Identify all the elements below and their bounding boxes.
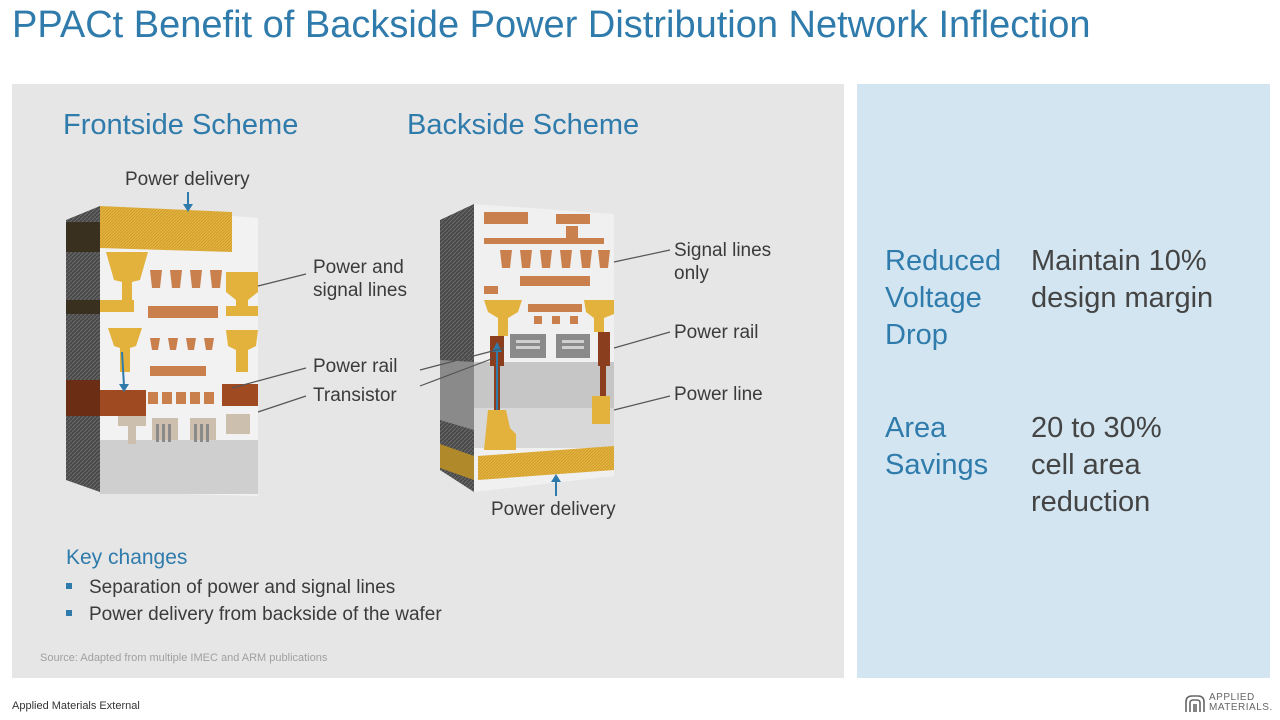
key-change-item: Separation of power and signal lines: [66, 577, 395, 599]
benefits-panel: [857, 84, 1270, 678]
frontside-scheme-title: Frontside Scheme: [63, 109, 299, 141]
backside-signal-lines-label-line1: Signal lines: [674, 240, 772, 261]
backside-block: [440, 204, 614, 492]
footer-classification: Applied Materials External: [12, 700, 140, 712]
frontside-power-signal-label-line1: Power and: [313, 257, 404, 278]
backside-power-rail-label: Power rail: [674, 322, 759, 343]
benefit-voltage-drop-value: Maintain 10% design margin: [1031, 245, 1214, 314]
key-change-item: Power delivery from backside of the wafe…: [66, 604, 442, 626]
frontside-power-signal-label-line2: signal lines: [313, 280, 407, 301]
benefit-area-savings-name: Area Savings: [885, 412, 989, 481]
backside-scheme-title: Backside Scheme: [407, 109, 640, 141]
bullet-icon: [66, 582, 72, 589]
backside-signal-lines-label-line2: only: [674, 263, 709, 284]
frontside-block: [66, 206, 258, 496]
backside-power-delivery-label: Power delivery: [491, 499, 616, 520]
frontside-power-rail-label: Power rail: [313, 356, 398, 377]
slide-title: PPACt Benefit of Backside Power Distribu…: [12, 4, 1091, 46]
applied-materials-logo: APPLIED MATERIALS.: [1183, 691, 1273, 717]
backside-power-line-label: Power line: [674, 384, 763, 405]
source-note: Source: Adapted from multiple IMEC and A…: [40, 652, 328, 664]
frontside-power-delivery-label: Power delivery: [125, 169, 250, 190]
key-changes-title: Key changes: [66, 546, 188, 569]
frontside-transistor-label: Transistor: [313, 385, 397, 406]
logo-icon: [1185, 695, 1205, 712]
benefit-voltage-drop-name: Reduced Voltage Drop: [885, 245, 1002, 351]
benefit-area-savings-value: 20 to 30% cell area reduction: [1031, 412, 1162, 518]
bullet-icon: [66, 609, 72, 616]
